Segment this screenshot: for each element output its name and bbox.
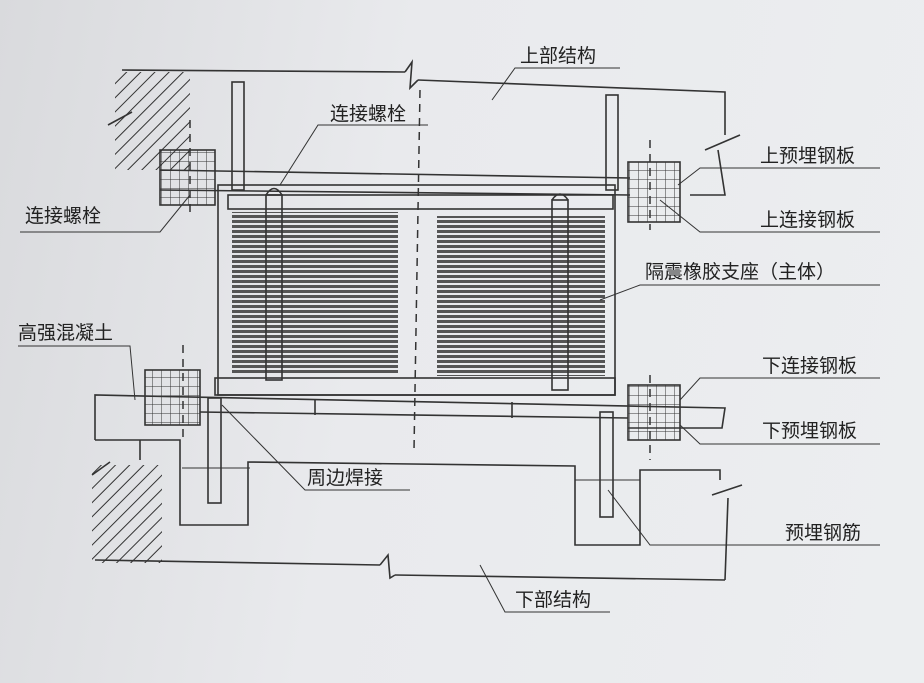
upper-structure [107,59,741,196]
label-embedded-rebar: 预埋钢筋 [785,522,861,544]
bolt-groups [144,149,681,441]
lower-structure [91,120,743,581]
lower-hatch [92,465,162,563]
label-perimeter-welding: 周边焊接 [307,467,383,489]
label-connecting-bolt-top: 连接螺栓 [330,103,406,125]
bolt-upper-left [159,149,216,206]
label-lower-structure: 下部结构 [515,589,591,611]
bolt-upper-right [627,161,681,223]
label-lower-connecting-plate: 下连接钢板 [762,355,857,377]
label-lower-embedded-plate: 下预埋钢板 [762,420,857,442]
label-rubber-bearing: 隔震橡胶支座（主体） [645,261,835,283]
label-upper-connecting-plate: 上连接钢板 [760,209,855,231]
leader-lines [18,67,880,613]
bolt-lower-right [627,384,681,441]
rubber-bearing-body [214,89,616,451]
label-upper-structure: 上部结构 [520,45,596,67]
label-high-strength-concrete: 高强混凝土 [18,322,113,344]
label-upper-embedded-plate: 上预埋钢板 [760,145,855,167]
label-connecting-bolt-left: 连接螺栓 [25,205,101,227]
